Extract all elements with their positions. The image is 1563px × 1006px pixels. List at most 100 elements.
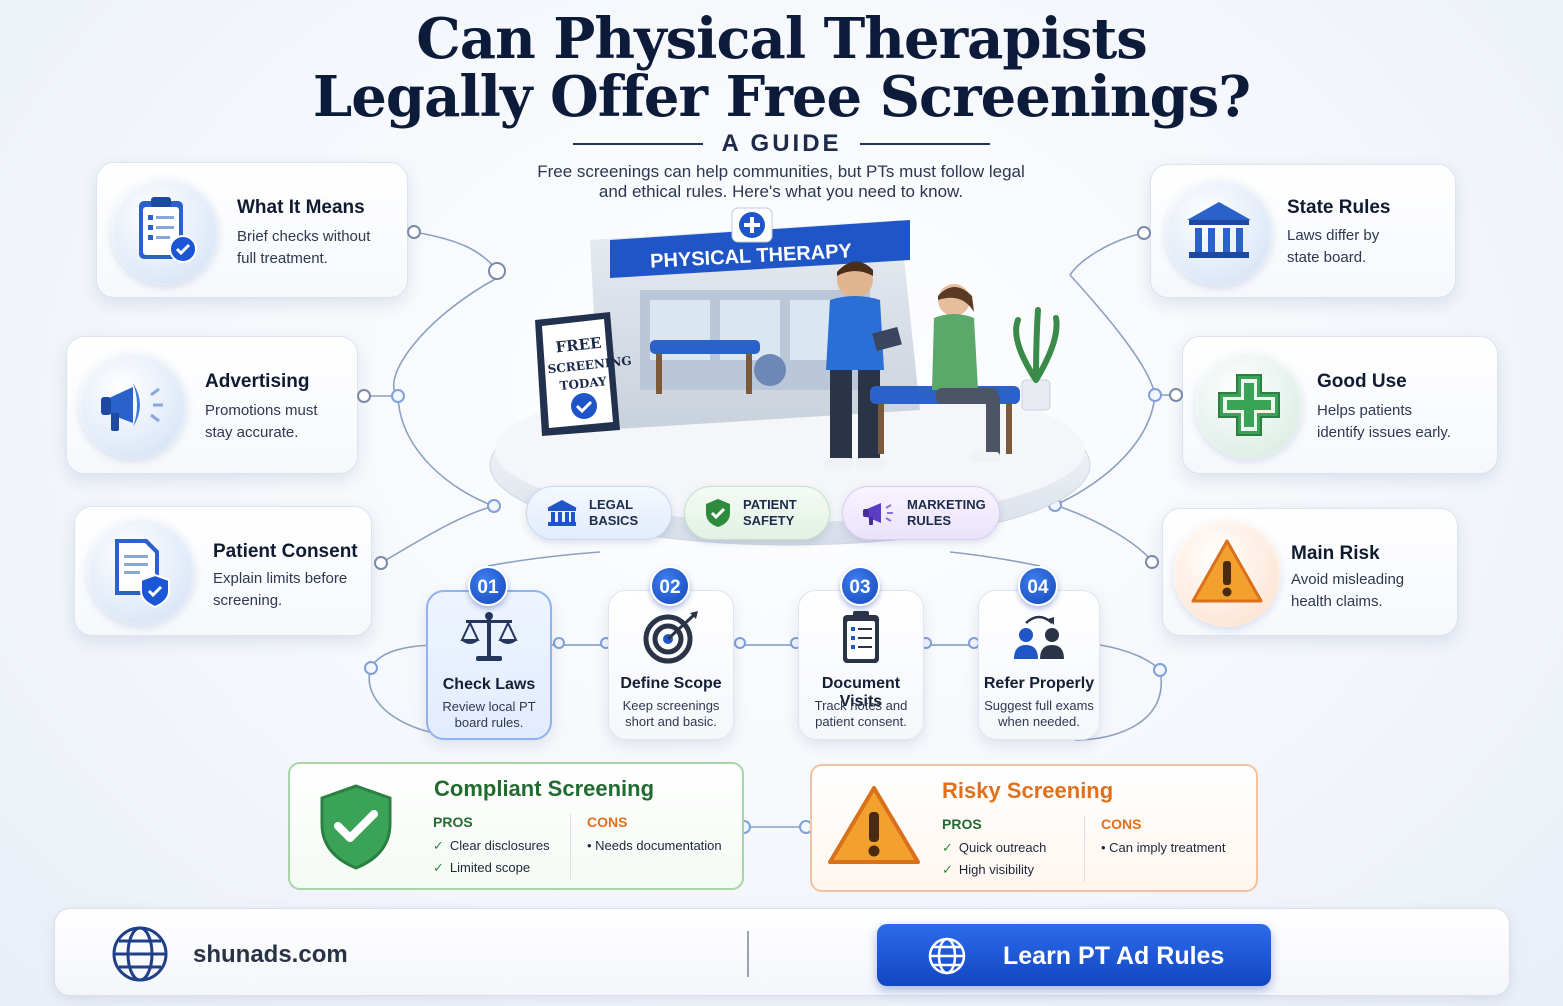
warning-icon	[1173, 519, 1281, 627]
card-desc: Avoid misleading health claims.	[1291, 569, 1404, 613]
card-desc-line-1: Promotions must	[205, 402, 318, 419]
step-refer-properly: Refer Properly Suggest full exams when n…	[978, 590, 1100, 740]
risky-screening-panel: Risky Screening PROS ✓ Quick outreach ✓ Hi…	[810, 764, 1258, 892]
pros-item: ✓ High visibility	[942, 862, 1034, 878]
card-desc-line-2: full treatment.	[237, 250, 328, 267]
cons-item: • Needs documentation	[587, 838, 722, 853]
card-desc-line-1: Helps patients	[1317, 402, 1413, 419]
connector-dot	[553, 637, 565, 649]
cons-label: CONS	[587, 814, 628, 830]
shield-check-icon	[706, 499, 730, 527]
shield-check-icon	[320, 784, 392, 870]
compliant-title: Compliant Screening	[434, 776, 655, 801]
card-desc-line-2: state board.	[1287, 249, 1367, 266]
badge-legal-basics: LEGAL BASICS	[526, 486, 672, 540]
step-number: 04	[1018, 566, 1058, 606]
step-number: 01	[468, 566, 508, 606]
pros-label: PROS	[942, 816, 982, 832]
connector-dot	[1145, 555, 1159, 569]
clipboard-check-icon	[111, 177, 219, 285]
badge-label: PATIENT SAFETY	[743, 497, 797, 528]
intro-line-1: Free screenings can help communities, bu…	[537, 162, 1025, 181]
footer-divider	[747, 931, 749, 977]
connector-dot	[357, 389, 371, 403]
step-desc: Keep screenings short and basic.	[622, 698, 720, 729]
referral-people-icon	[1014, 615, 1064, 659]
card-desc-line-2: screening.	[213, 592, 283, 609]
step-desc: Suggest full exams when needed.	[984, 698, 1094, 729]
card-desc: Laws differ by state board.	[1287, 225, 1379, 269]
connector-dot	[391, 389, 405, 403]
risky-title: Risky Screening	[942, 778, 1114, 803]
connector-dot	[407, 225, 421, 239]
card-what-it-means: What It Means Brief checks without full …	[96, 162, 408, 298]
connector-dot	[1169, 388, 1183, 402]
pros-item-text: Clear disclosures	[449, 838, 550, 853]
step-connector	[924, 644, 978, 646]
pros-label: PROS	[433, 814, 473, 830]
board-line-3: TODAY	[559, 374, 608, 393]
card-advertising: Advertising Promotions must stay accurat…	[66, 336, 358, 474]
subtitle: A GUIDE	[721, 130, 842, 157]
connector-dot	[1137, 226, 1151, 240]
step-desc: Track notes and patient consent.	[814, 698, 908, 729]
scales-icon	[460, 612, 518, 661]
pros-item: ✓Clear disclosures	[433, 838, 550, 854]
check-icon: ✓	[942, 840, 953, 855]
connector-dot	[1148, 388, 1162, 402]
megaphone-icon	[79, 351, 187, 459]
connector-dot	[488, 262, 506, 280]
badge-label: LEGAL BASICS	[589, 497, 639, 528]
column-divider	[570, 814, 571, 880]
pros-item-text: Quick outreach	[958, 840, 1047, 855]
pros-item: ✓ Quick outreach	[942, 840, 1046, 856]
card-desc-line-1: Explain limits before	[213, 570, 348, 587]
courthouse-icon	[1165, 178, 1273, 286]
connector-dot	[374, 556, 388, 570]
warning-icon	[828, 786, 920, 864]
card-title: State Rules	[1287, 197, 1391, 218]
connector-dot	[364, 661, 378, 675]
card-desc-line-2: stay accurate.	[205, 424, 299, 441]
badge-label: MARKETING RULES	[907, 497, 986, 528]
card-desc-line-2: health claims.	[1291, 593, 1383, 610]
button-label: Learn PT Ad Rules	[1003, 942, 1225, 970]
card-desc: Explain limits before screening.	[213, 568, 347, 612]
connector-dot	[734, 637, 746, 649]
footer-bar: shunads.com Learn PT Ad Rules	[54, 908, 1510, 996]
step-title: Refer Properly	[983, 675, 1095, 692]
check-icon: ✓	[942, 862, 953, 877]
cons-label: CONS	[1101, 816, 1142, 832]
compliant-screening-panel: Compliant Screening PROS ✓Clear disclosu…	[288, 762, 744, 890]
connector-dot	[1153, 663, 1167, 677]
clipboard-icon	[843, 611, 879, 663]
pros-item-text: High visibility	[958, 862, 1035, 877]
document-shield-icon	[87, 517, 195, 625]
card-title: Main Risk	[1291, 543, 1380, 564]
step-define-scope: Define Scope Keep screenings short and b…	[608, 590, 734, 740]
card-desc-line-1: Avoid misleading	[1291, 571, 1405, 588]
medical-cross-icon	[1195, 351, 1303, 459]
card-state-rules: State Rules Laws differ by state board.	[1150, 164, 1456, 298]
step-connector	[552, 644, 608, 646]
step-document-visits: Document Visits Track notes and patient …	[798, 590, 924, 740]
learn-pt-ad-rules-button[interactable]: Learn PT Ad Rules	[877, 924, 1271, 986]
subtitle-rule-right	[859, 143, 990, 145]
card-title: Good Use	[1317, 371, 1407, 392]
subtitle-rule-left	[573, 143, 704, 145]
cons-item: • Can imply treatment	[1101, 840, 1226, 855]
check-icon: ✓	[433, 860, 444, 875]
card-desc: Helps patients identify issues early.	[1317, 400, 1451, 444]
page-title: Can Physical Therapists Legally Offer Fr…	[0, 10, 1563, 126]
card-desc-line-1: Brief checks without	[237, 228, 371, 245]
target-icon	[643, 611, 698, 664]
pros-item: ✓ Limited scope	[433, 860, 530, 876]
step-connector	[734, 644, 798, 646]
subtitle-row: A GUIDE	[0, 130, 1563, 158]
step-desc: Review local PT board rules.	[442, 699, 536, 730]
site-link[interactable]: shunads.com	[193, 941, 348, 968]
card-good-use: Good Use Helps patients identify issues …	[1182, 336, 1498, 474]
board-line-1: FREE	[555, 334, 603, 357]
card-title: What It Means	[237, 197, 365, 218]
pros-item-text: Limited scope	[449, 860, 531, 875]
